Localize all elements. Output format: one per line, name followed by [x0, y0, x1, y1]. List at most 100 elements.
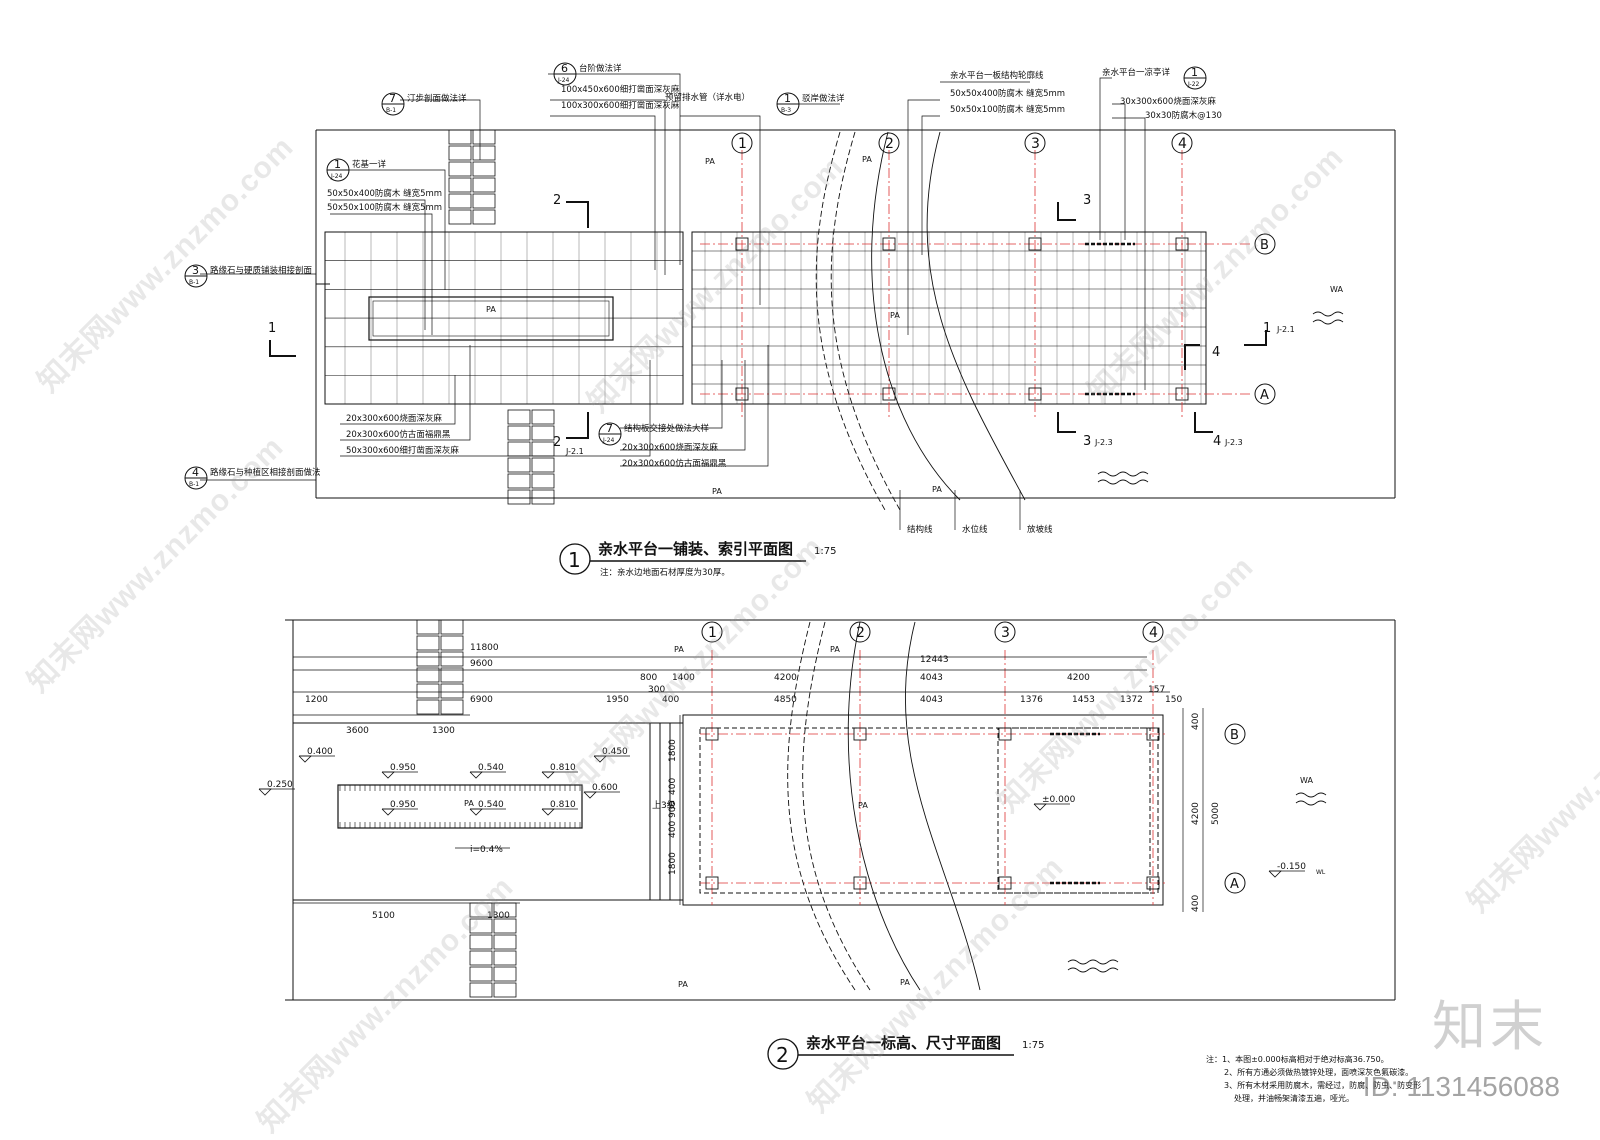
dim-text: 300	[648, 685, 665, 695]
dim-text: 5100	[372, 911, 395, 921]
area-label: WA	[1300, 776, 1313, 785]
area-label: PA	[678, 980, 688, 989]
slope-curve	[926, 131, 1026, 501]
callout-sheet: J-24	[602, 437, 615, 444]
stepping-stone	[472, 145, 496, 161]
section-sheet: J-2.1	[1276, 325, 1295, 334]
grid-label: 1	[738, 136, 747, 152]
dim-text: 400	[1191, 895, 1201, 912]
label: 20x300x600仿古面福鼎黑	[622, 458, 727, 469]
stepping-stone	[493, 918, 517, 934]
dim-text: 400	[662, 695, 679, 705]
callout-number: 6	[561, 62, 568, 75]
stepping-stone	[416, 699, 440, 715]
section-mark	[566, 412, 589, 439]
area-label: PA	[932, 485, 942, 494]
column	[1028, 387, 1042, 401]
section-number: 2	[553, 435, 561, 450]
grid-label: 3	[1031, 136, 1040, 152]
label: 50x50x100防腐木 缝宽5mm	[327, 202, 442, 213]
level-value: ±0.000	[1042, 795, 1076, 805]
grid-bubble	[878, 132, 900, 154]
dim-text: 1200	[305, 695, 328, 705]
leader	[1099, 77, 1112, 240]
callout-number: 7	[389, 92, 396, 105]
plan1-section-marks	[269, 201, 1267, 439]
plan1-leaders	[200, 73, 1146, 530]
plan2-stepping-stones	[416, 619, 517, 998]
stepping-stone	[440, 619, 464, 635]
section-mark	[1244, 330, 1267, 346]
column	[735, 237, 749, 251]
title-circle	[559, 543, 591, 575]
level-value: 0.950	[390, 800, 416, 810]
plan2-columns	[705, 727, 1160, 890]
dim-text: 4200	[1067, 673, 1090, 683]
stepping-stone	[493, 982, 517, 998]
section-number: 1	[1263, 321, 1271, 336]
plan2-deck-inner	[699, 727, 1151, 894]
stepping-stone	[507, 441, 531, 457]
callout-sheet: J-24	[557, 77, 570, 84]
wave	[1295, 800, 1327, 806]
slope-text: i=0.4%	[470, 845, 503, 855]
dim-text: 1372	[1120, 695, 1143, 705]
label: 20x300x600烧面深灰麻	[346, 413, 442, 424]
water-curve	[871, 131, 961, 501]
grid-label: 4	[1178, 136, 1187, 152]
leader	[1112, 103, 1126, 240]
grid-bubble	[701, 621, 723, 643]
brand-logo: 知末	[1432, 995, 1548, 1058]
callout-text: 驳岸做法详	[802, 93, 845, 104]
grid-label: 2	[885, 136, 894, 152]
area-label: PA	[674, 645, 684, 654]
stepping-stone	[507, 409, 531, 425]
grid-bubble	[1224, 723, 1246, 745]
column	[705, 727, 719, 741]
plan1-scale: 1:75	[814, 546, 836, 557]
label: 亲水平台一板结构轮廓线	[950, 70, 1044, 81]
level-value: 0.540	[478, 763, 504, 773]
stepping-stone	[416, 635, 440, 651]
callout-sheet: J-22	[1187, 81, 1200, 88]
section-sheet: J-2.3	[1224, 438, 1243, 447]
section-mark	[1057, 202, 1076, 221]
plan1-texts: 100x450x600细打凿面深灰麻 100x300x600细打凿面深灰麻 预留…	[268, 70, 1343, 535]
grid-label: A	[1260, 388, 1269, 403]
line-label: 放坡线	[1027, 524, 1053, 535]
plan2-planter-hatch	[339, 785, 581, 828]
area-label: PA	[862, 155, 872, 164]
dim-text: 400	[668, 778, 678, 795]
plan1-stepping-stones	[448, 129, 555, 505]
column	[998, 876, 1012, 890]
stepping-stone	[531, 489, 555, 505]
dim-text: 157	[1148, 685, 1165, 695]
stepping-stone	[469, 934, 493, 950]
plan2-water-waves	[1067, 792, 1327, 973]
note-line: 2、所有方通必须做热镀锌处理，面喷深灰色氟碳漆。	[1224, 1067, 1413, 1077]
stepping-stone	[416, 651, 440, 667]
dim-text: 1376	[1020, 695, 1043, 705]
plan1-planter-inner	[372, 300, 610, 337]
dim-text: 150	[1165, 695, 1182, 705]
section-number: 4	[1213, 434, 1221, 449]
grid-bubble	[731, 132, 753, 154]
column	[1175, 237, 1189, 251]
plan1-benches	[1085, 242, 1135, 396]
stepping-stone	[472, 129, 496, 145]
stepping-stone	[531, 441, 555, 457]
stepping-stone	[493, 934, 517, 950]
grid-bubble	[1254, 383, 1276, 405]
level-value: 0.600	[592, 783, 618, 793]
plan2-scale: 1:75	[1022, 1040, 1044, 1051]
grid-label: 2	[856, 625, 865, 641]
stepping-stone	[493, 950, 517, 966]
stepping-stone	[507, 457, 531, 473]
column	[882, 237, 896, 251]
leader	[330, 213, 433, 335]
level-value: 0.950	[390, 763, 416, 773]
